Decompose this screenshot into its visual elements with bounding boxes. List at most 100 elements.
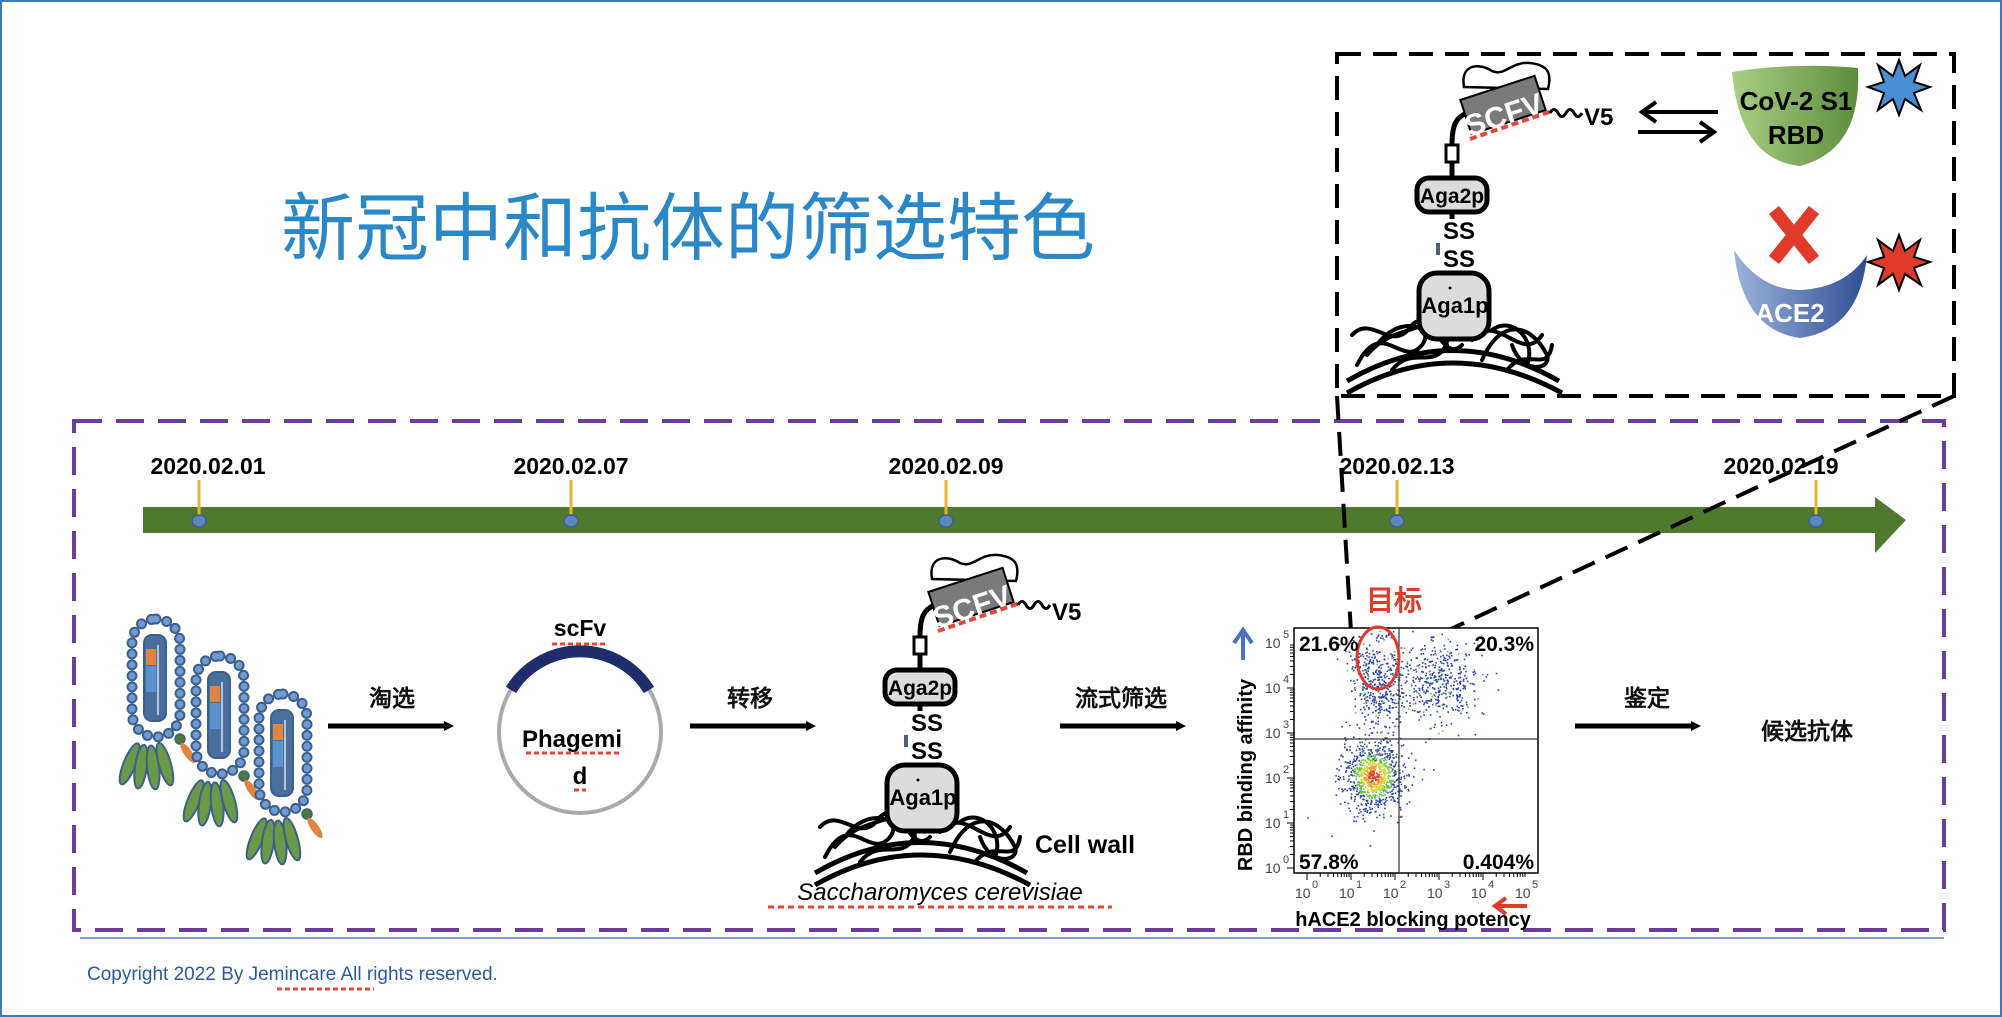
facs-event-point (1367, 785, 1370, 788)
facs-event-point (1363, 788, 1365, 791)
facs-event-point (1384, 807, 1386, 810)
facs-event-point (1438, 669, 1441, 671)
facs-event-point (1372, 720, 1374, 723)
facs-event-point (1388, 677, 1390, 680)
facs-event-point (1395, 702, 1397, 705)
facs-event-point (1440, 668, 1443, 670)
facs-event-point (1374, 810, 1376, 813)
facs-event-point (1430, 636, 1432, 639)
y-tick-label: 10 (1265, 635, 1281, 651)
facs-event-point (1360, 772, 1363, 774)
facs-event-point (1384, 694, 1387, 697)
facs-event-point (1399, 781, 1402, 783)
facs-event-point (1369, 770, 1372, 772)
facs-event-point (1390, 668, 1392, 671)
facs-event-point (1394, 769, 1396, 772)
facs-event-point (1369, 683, 1371, 686)
facs-event-point (1450, 655, 1453, 657)
facs-event-point (1378, 665, 1381, 668)
facs-event-point (1406, 662, 1409, 665)
facs-event-point (1389, 754, 1391, 756)
facs-event-point (1376, 731, 1379, 734)
facs-event-point (1434, 723, 1436, 726)
facs-event-point (1367, 775, 1369, 778)
facs-event-point (1356, 767, 1358, 769)
facs-event-point (1364, 791, 1366, 793)
facs-event-point (1348, 651, 1351, 653)
facs-event-point (1443, 659, 1445, 661)
facs-event-point (1344, 761, 1347, 763)
facs-event-point (1331, 835, 1333, 838)
facs-event-point (1368, 680, 1370, 683)
facs-event-point (1387, 700, 1390, 702)
facs-event-point (1344, 771, 1347, 773)
facs-event-point (1378, 775, 1380, 777)
facs-event-point (1363, 779, 1365, 782)
facs-event-point (1379, 775, 1381, 778)
facs-event-point (1455, 680, 1458, 682)
facs-event-point (1399, 721, 1401, 724)
facs-event-point (1372, 672, 1375, 675)
copyright-text: Copyright 2022 By Jemincare All rights r… (87, 964, 498, 985)
facs-event-point (1341, 725, 1343, 728)
facs-event-point (1344, 637, 1347, 640)
facs-event-point (1342, 755, 1344, 758)
facs-event-point (1344, 801, 1346, 804)
facs-event-point (1495, 672, 1498, 675)
facs-event-point (1429, 673, 1431, 676)
facs-event-point (1434, 652, 1436, 655)
facs-event-point (1355, 820, 1358, 823)
facs-event-point (1370, 777, 1372, 780)
facs-event-point (1373, 772, 1375, 775)
facs-event-point (1378, 707, 1381, 710)
facs-event-point (1373, 830, 1375, 832)
facs-event-point (1370, 788, 1373, 790)
facs-event-point (1384, 684, 1386, 686)
facs-event-point (1340, 755, 1342, 757)
facs-event-point (1362, 798, 1364, 801)
facs-event-point (1382, 789, 1384, 791)
facs-event-point (1398, 676, 1401, 679)
facs-event-point (1473, 698, 1476, 701)
facs-event-point (1447, 665, 1449, 667)
facs-event-point (1338, 758, 1340, 761)
facs-event-point (1381, 695, 1383, 698)
facs-event-point (1411, 709, 1414, 712)
facs-event-point (1438, 675, 1441, 677)
facs-event-point (1401, 770, 1404, 773)
facs-event-point (1366, 787, 1369, 790)
facs-event-point (1364, 696, 1367, 699)
aga2p-label: Aga2p (888, 677, 952, 700)
x-tick-label: 10 (1383, 885, 1399, 901)
facs-event-point (1448, 655, 1450, 658)
facs-event-point (1362, 771, 1365, 774)
facs-event-point (1362, 686, 1364, 688)
facs-event-point (1431, 682, 1434, 684)
left-arrow-icon (1491, 896, 1527, 916)
facs-event-point (1366, 811, 1368, 813)
facs-event-point (1399, 721, 1402, 723)
facs-event-point (1378, 673, 1381, 676)
facs-event-point (1345, 769, 1348, 772)
y-tick-exponent: 1 (1283, 809, 1289, 821)
facs-event-point (1353, 782, 1356, 784)
facs-event-point (1418, 687, 1420, 690)
step-arrow-facs: 流式筛选 (1060, 685, 1186, 731)
facs-event-point (1356, 757, 1358, 760)
facs-event-point (1380, 742, 1382, 745)
facs-event-point (1414, 759, 1417, 761)
facs-event-point (1384, 774, 1386, 776)
quadrant-ul: 21.6% (1299, 633, 1359, 656)
facs-event-point (1378, 678, 1381, 681)
facs-event-point (1431, 674, 1434, 676)
facs-event-point (1365, 799, 1368, 802)
facs-event-point (1387, 732, 1390, 735)
timeline-dot (1389, 514, 1405, 528)
facs-event-point (1383, 750, 1386, 752)
facs-event-point (1371, 700, 1374, 702)
facs-event-point (1380, 765, 1382, 768)
facs-event-point (1453, 660, 1456, 663)
facs-event-point (1342, 776, 1345, 778)
facs-event-point (1439, 660, 1442, 663)
facs-event-point (1430, 660, 1432, 663)
